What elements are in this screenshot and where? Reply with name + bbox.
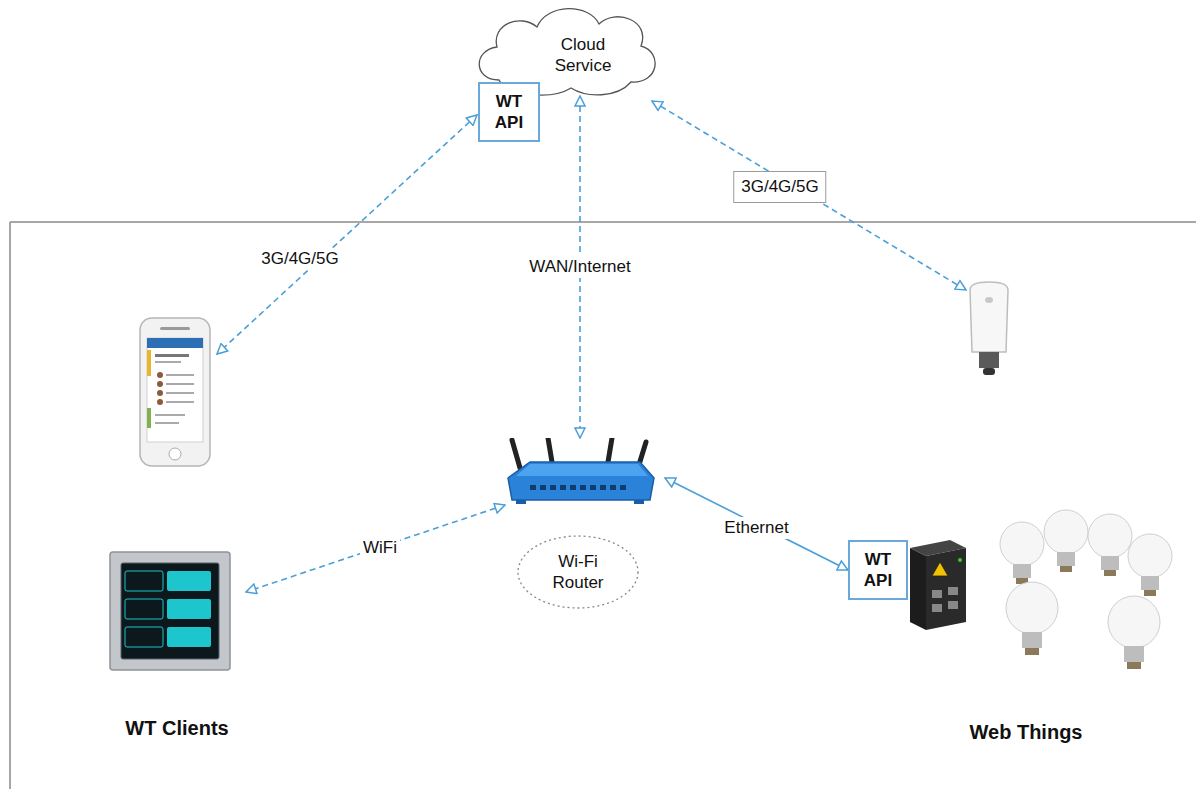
phone-illustration	[140, 318, 210, 466]
node-label: WT API	[489, 91, 529, 134]
link-label: 3G/4G/5G	[258, 248, 341, 270]
boundary-lines	[10, 222, 1196, 789]
edge-label: Ethernet	[721, 517, 791, 539]
bulb-cluster-illustration	[1000, 510, 1172, 669]
node-label: Cloud Service	[541, 34, 625, 77]
single-bulb-illustration	[970, 282, 1008, 375]
wall-panel-illustration	[110, 552, 230, 670]
edge-label: WAN/Internet	[526, 256, 633, 278]
group-caption: Web Things	[967, 720, 1086, 745]
router-node: Wi-Fi Router	[490, 438, 665, 613]
cloud-node: Cloud ServiceWT API	[467, 0, 662, 98]
link-label: WiFi	[360, 537, 400, 559]
api-box: WT API	[478, 82, 540, 142]
group-caption: WT Clients	[122, 716, 231, 741]
node-label: Wi-Fi Router	[538, 551, 618, 594]
wireless-links	[217, 101, 966, 592]
link-label: 3G/4G/5G	[733, 171, 826, 203]
network-switch-illustration	[910, 540, 966, 630]
node-label: WT API	[858, 549, 898, 592]
api-box: WT API	[848, 540, 908, 600]
connector-line	[665, 478, 848, 570]
